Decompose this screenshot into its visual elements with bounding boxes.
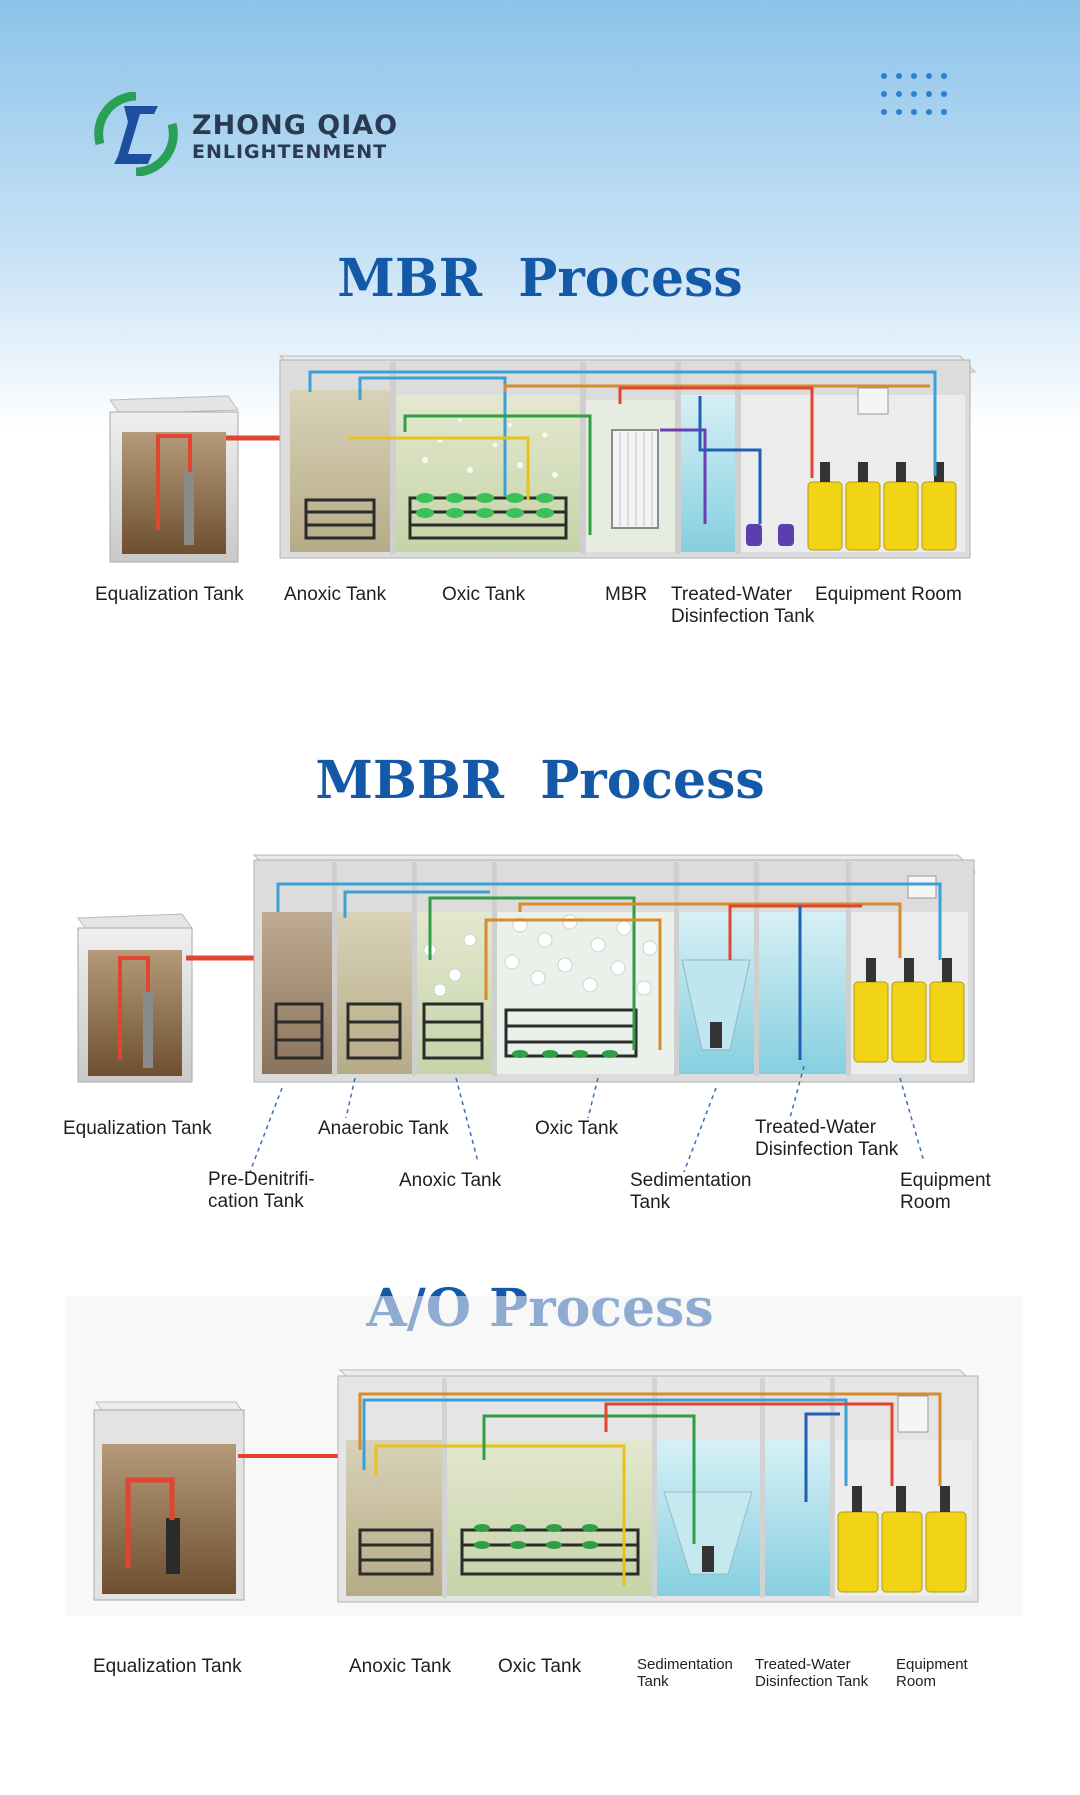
ao-label-equipment-line2: Room <box>896 1673 937 1690</box>
ao-label-treated-line2: Disinfection Tank <box>755 1673 869 1690</box>
mbr-label-equipment-room: Equipment Room <box>815 584 962 605</box>
mbbr-label-equipment-line2: Room <box>900 1192 951 1213</box>
mbr-main-vessel <box>278 355 977 559</box>
mbbr-main-vessel <box>252 854 977 1083</box>
mbr-label-treated-line2: Disinfection Tank <box>671 606 815 627</box>
mbbr-equalization-tank-illustration <box>77 913 193 1083</box>
ao-label-anoxic-tank: Anoxic Tank <box>349 1656 452 1677</box>
mbr-diagram <box>109 355 977 563</box>
mbr-control-box <box>857 387 889 415</box>
dot-grid-decoration-icon <box>881 73 947 115</box>
mbbr-diagram <box>77 854 977 1173</box>
brand-name-line1: ZHONG QIAO <box>192 110 399 141</box>
mbr-chemical-tanks <box>807 481 957 551</box>
mbbr-sedimentation-hopper <box>681 959 751 1051</box>
mbr-label-oxic-tank: Oxic Tank <box>442 584 526 605</box>
ao-equalization-tank-illustration <box>93 1401 245 1601</box>
mbr-label-equalization-tank: Equalization Tank <box>95 584 244 605</box>
mbbr-label-sedimentation-line1: Sedimentation <box>630 1170 752 1191</box>
ao-label-equipment-line1: Equipment <box>896 1656 968 1673</box>
mbbr-label-predenit-line2: cation Tank <box>208 1191 304 1212</box>
ao-control-box <box>897 1395 929 1433</box>
brand-name-line2: ENLIGHTENMENT <box>192 141 388 163</box>
mbbr-label-oxic-tank: Oxic Tank <box>535 1118 619 1139</box>
mbbr-leader-lines <box>249 1065 925 1173</box>
mbr-equalization-tank-illustration <box>109 395 239 563</box>
ao-diagram <box>66 1296 1022 1616</box>
ao-chemical-tanks <box>837 1511 967 1593</box>
mbbr-label-anoxic-tank: Anoxic Tank <box>399 1170 502 1191</box>
mbbr-label-predenit-line1: Pre-Denitrifi- <box>208 1169 315 1190</box>
ao-main-vessel <box>337 1369 980 1603</box>
mbbr-label-treated-line2: Disinfection Tank <box>755 1139 899 1160</box>
mbbr-label-sedimentation-line2: Tank <box>630 1192 671 1213</box>
ao-sedimentation-hopper <box>663 1491 753 1575</box>
logo-mark-icon <box>94 92 178 176</box>
mbr-label-mbr: MBR <box>605 584 648 605</box>
mbr-process-title: MBR Process <box>337 248 743 309</box>
header: ZHONG QIAO ENLIGHTENMENT <box>0 0 1080 200</box>
mbr-label-anoxic-tank: Anoxic Tank <box>284 584 387 605</box>
mbr-label-treated-line1: Treated-Water <box>671 584 793 605</box>
mbbr-chemical-tanks <box>853 981 965 1063</box>
ao-label-sedimentation-line2: Tank <box>637 1673 669 1690</box>
mbr-membrane-module <box>611 429 659 529</box>
ao-label-sedimentation-line1: Sedimentation <box>637 1656 733 1673</box>
mbbr-control-box <box>907 875 937 899</box>
ao-label-treated-line1: Treated-Water <box>755 1656 851 1673</box>
mbbr-process-title: MBBR Process <box>315 750 765 811</box>
ao-label-equalization-tank: Equalization Tank <box>93 1656 242 1677</box>
ao-label-oxic-tank: Oxic Tank <box>498 1656 582 1677</box>
mbbr-label-equalization-tank: Equalization Tank <box>63 1118 212 1139</box>
mbbr-label-equipment-line1: Equipment <box>900 1170 991 1191</box>
mbbr-label-anaerobic-tank: Anaerobic Tank <box>318 1118 449 1139</box>
mbbr-label-treated-line1: Treated-Water <box>755 1117 877 1138</box>
